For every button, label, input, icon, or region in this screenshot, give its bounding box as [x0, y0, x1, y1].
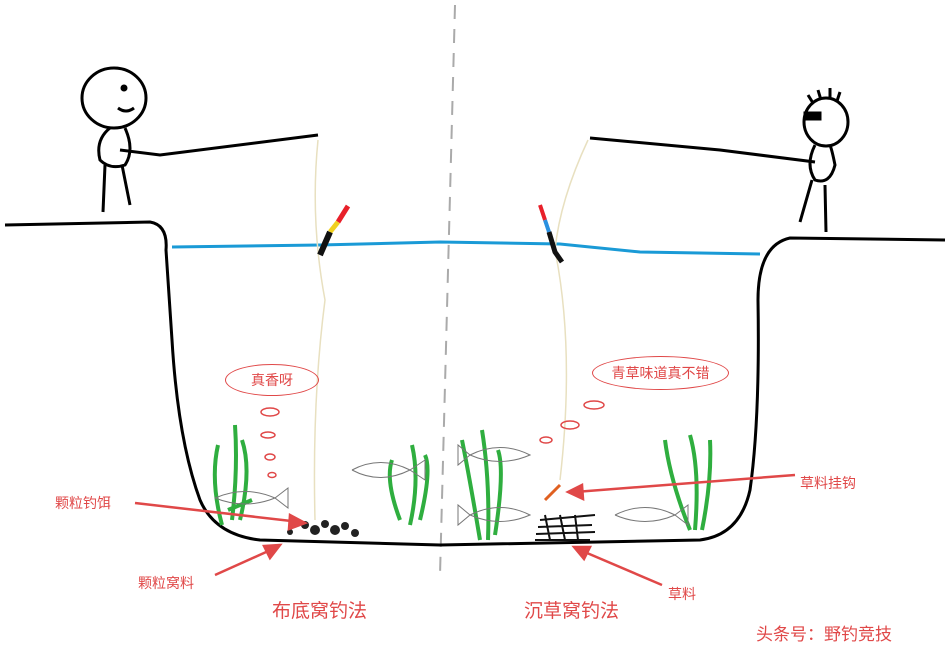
method-left-title: 布底窝钓法 — [272, 600, 368, 622]
pond-outline — [4, 220, 946, 547]
label-grass-feed: 草料 — [668, 587, 696, 603]
fish-group — [214, 443, 689, 527]
water-weeds — [212, 424, 713, 541]
label-pellet-bait: 颗粒钓饵 — [55, 496, 111, 512]
method-right-title: 沉草窝钓法 — [524, 600, 620, 622]
label-pellet-groundbait: 颗粒窝料 — [138, 576, 194, 592]
right-fisherman — [589, 88, 850, 233]
watermark: 头条号：野钓竞技 — [756, 625, 892, 645]
grass-feed-pile — [535, 514, 596, 541]
speech-bubble-left: 真香呀 — [225, 364, 319, 396]
grass-hook — [543, 483, 562, 502]
left-float — [317, 204, 351, 257]
bubbles-left — [260, 407, 280, 479]
left-fishing-line — [313, 139, 326, 521]
right-float — [538, 204, 565, 264]
bubbles-right — [539, 400, 605, 444]
divider-line — [439, 4, 456, 576]
water-surface — [171, 240, 761, 256]
label-grass-hook: 草料挂钩 — [800, 476, 856, 492]
left-fisherman — [80, 66, 319, 213]
annotation-arrows — [134, 473, 796, 587]
speech-bubble-right: 青草味道真不错 — [592, 356, 729, 390]
right-fishing-line — [554, 139, 589, 481]
